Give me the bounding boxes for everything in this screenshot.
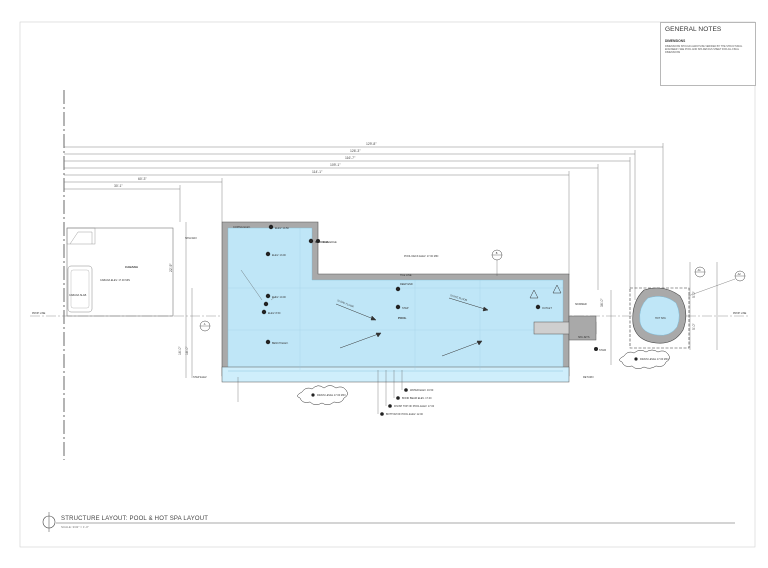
dim-22: 22'-9" [169,263,173,272]
sheet-border [19,21,756,548]
spa-weir [568,315,597,341]
dim-60: 60'-3" [138,177,147,181]
elev-f: STEP [402,307,409,310]
title-symbol [42,512,735,532]
hot-spa: HOT SPA [629,287,690,349]
dimension-lines [64,143,718,378]
slope-label-2: SLOPE FLOOR [450,294,468,302]
dimension-labels: 129'-8" 126'-3" 116'-7" 109'-1" 114'-1" … [114,142,696,355]
dim-5b: 5'-0" [692,322,696,330]
dim-5a: 5'-0" [692,290,696,298]
slope-arrows [335,297,489,357]
left-note-bottom: STEP ELEV. [193,376,207,379]
tile-line-label: TILE LINE [400,274,412,277]
cabana-label: CABANA [125,265,139,269]
note-water-elev: WATER ELEV. 16.50 [410,389,434,392]
spa-tag-2: A2 [738,273,742,276]
elev-b: ELEV. 13.00 [272,254,286,257]
top-note-pool: POOL EDGE [322,241,337,244]
dim-126: 126'-3" [350,149,361,153]
elev-a: ELEV. 14.50 [275,227,289,230]
left-note-top: SPILLWAY [185,237,197,240]
stair-note: STAIR [599,349,606,352]
elev-g: BEAM ELEV. [315,241,330,244]
dim-30: 30'-1" [114,184,123,188]
cabana-note: CABANA ELEV. 17.00 MIN [100,279,130,282]
elevation-markers [261,224,541,345]
slope-label-1: SLOPE FLOOR [337,299,355,308]
drain-cloud-pool: DRAIN LEVEL 17.00 MIN [297,385,348,405]
right-note-bottom: RETURN [583,376,594,379]
cabana-room: CABANA SLAB [69,294,87,297]
deep-end-label: DEEP END [400,283,413,286]
connector-note: SPA JETS [578,336,590,339]
marker-left: A [199,320,211,332]
elev-c: ELEV. 10.00 [272,296,286,299]
skimmer-note: SKIMMER [575,303,587,306]
pool-bench [221,366,570,383]
prop-line-right: PROP LINE [733,312,747,315]
dim-114: 114'-1" [312,170,323,174]
drawing-title: STRUCTURE LAYOUT: POOL & HOT SPA LAYOUT [61,516,209,522]
note-finish: FINISH TOP OF POOL ELEV. 17.00 [394,405,435,408]
drawing-scale: SCALE: 3/32" = 1'-0" [61,525,89,529]
elev-d: ELEV. 8.50 [268,312,281,315]
pool-deck-label: POOL DECK ELEV. 17.00 MIN [404,255,438,258]
leader-notes: WATER ELEV. 16.50 BOND BEAM ELEV. 17.00 … [380,388,435,416]
pool-label: POOL [398,316,407,320]
dim-109: 109'-1" [330,163,341,167]
elev-h: OUTLET [542,307,552,310]
dim-129: 129'-8" [366,142,377,146]
pool-water [227,227,564,371]
dim-16: 16'-0" [178,346,182,355]
spa-tag-1: A1 [698,269,702,272]
elev-e: BENCH ELEV. [272,342,289,345]
drain-cloud-spa: DRAIN LEVEL 17.00 MIN [619,349,670,369]
dim-18: 18'-0" [185,346,189,355]
general-notes-subheading: DIMENSIONS [665,39,686,43]
prop-line-left: PROP LINE [32,312,46,315]
drain-label-spa: DRAIN LEVEL 17.00 MIN [640,358,669,361]
dim-116: 116'-7" [345,156,356,160]
drain-label-pool: DRAIN LEVEL 17.00 MIN [317,394,346,397]
general-notes-body: DIMENSIONS SHOULD ALWAYS BE VERIFIED BY … [665,45,743,55]
marker-top: B [491,249,503,276]
dim-36: 36'-0" [600,298,604,307]
general-notes-title: GENERAL NOTES [665,26,722,33]
leader-lines [237,269,403,414]
callout-top-letter: B [496,252,498,255]
spa-callout-b: A2 [687,270,746,297]
cabana: CABANA CABANA ELEV. 17.00 MIN CABANA SLA… [66,227,174,317]
callout-left-letter: A [204,323,206,326]
pool-grid [228,228,563,370]
spa-label: HOT SPA [655,317,666,320]
warning-triangle-1 [529,289,539,299]
warning-triangle-2 [552,284,562,294]
spa-callout-a: A1 [694,266,706,278]
top-note-left: COPING ELEV. [233,226,251,229]
note-bottom: BOTTOM OF POOL ELEV. 12.00 [386,413,423,416]
general-notes-box: GENERAL NOTES DIMENSIONS DIMENSIONS SHOU… [660,22,756,86]
note-bond-beam: BOND BEAM ELEV. 17.00 [402,397,432,400]
